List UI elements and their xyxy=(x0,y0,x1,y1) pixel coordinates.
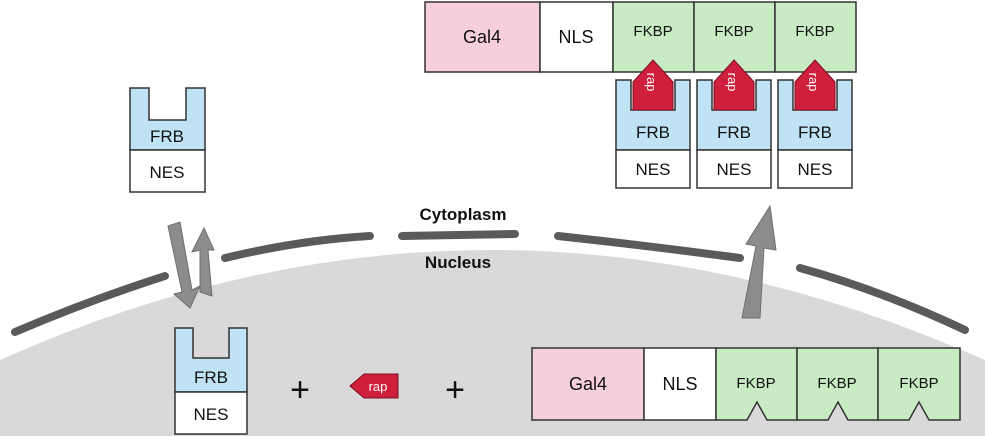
export-arrow xyxy=(741,204,777,319)
nes-domain xyxy=(129,149,206,193)
frb-label: FRB xyxy=(717,123,751,142)
gal4-label: Gal4 xyxy=(463,27,501,47)
rap-molecule xyxy=(713,59,755,111)
rap-label: rap xyxy=(369,379,388,394)
frb-label: FRB xyxy=(636,123,670,142)
nucleus-label: Nucleus xyxy=(425,253,491,272)
frb-label: FRB xyxy=(150,127,184,146)
fkbp-label: FKBP xyxy=(899,375,938,392)
nes-domain xyxy=(615,149,691,189)
nls-domain xyxy=(539,1,614,73)
frb-label: FRB xyxy=(798,123,832,142)
exchange-arrows xyxy=(167,221,215,309)
envelope-segment xyxy=(11,272,169,336)
nls-label: NLS xyxy=(662,374,697,394)
nls-label: NLS xyxy=(558,27,593,47)
nuclear-envelope xyxy=(11,230,969,336)
free-frb-nes: FRB NES xyxy=(129,87,206,193)
rap-label: rap xyxy=(644,73,659,92)
plus-sign: + xyxy=(290,371,310,409)
nes-label: NES xyxy=(150,163,185,182)
nes-domain xyxy=(174,391,248,435)
nuclear-fusion-protein: Gal4 NLS FKBP FKBP FKBP xyxy=(531,347,961,421)
nuclear-frb-nes: FRB NES xyxy=(174,327,248,435)
fkbp-domain xyxy=(877,347,961,421)
nes-domain xyxy=(696,149,772,189)
nes-label: NES xyxy=(194,405,229,424)
envelope-segment xyxy=(221,232,374,262)
envelope-segment xyxy=(398,230,519,240)
nes-domain xyxy=(777,149,853,189)
frb-label: FRB xyxy=(194,368,228,387)
arrow-up-icon xyxy=(741,204,777,319)
envelope-segment xyxy=(554,232,744,262)
rap-label: rap xyxy=(725,73,740,92)
nes-label: NES xyxy=(798,160,833,179)
cytoplasm-complex: Gal4 NLS FKBP FKBP FKBP rap FRB NES rap … xyxy=(424,1,857,189)
nls-domain xyxy=(643,347,717,421)
nes-label: NES xyxy=(717,160,752,179)
rap-molecule xyxy=(632,59,674,111)
rap-label: rap xyxy=(806,73,821,92)
plus-sign: + xyxy=(445,371,465,409)
arrow-down-icon xyxy=(167,221,202,309)
arrow-up-icon xyxy=(191,226,215,297)
gal4-label: Gal4 xyxy=(569,374,607,394)
fkbp-label: FKBP xyxy=(795,23,834,40)
free-rapamycin: rap xyxy=(349,373,399,399)
nes-label: NES xyxy=(636,160,671,179)
fkbp-label: FKBP xyxy=(817,375,856,392)
cytoplasm-label: Cytoplasm xyxy=(420,205,507,224)
rap-molecule xyxy=(349,373,399,399)
gal4-domain xyxy=(531,347,645,421)
rap-molecule xyxy=(794,59,836,111)
fkbp-label: FKBP xyxy=(633,23,672,40)
envelope-segment xyxy=(796,264,969,334)
fkbp-label: FKBP xyxy=(714,23,753,40)
fkbp-label: FKBP xyxy=(736,375,775,392)
